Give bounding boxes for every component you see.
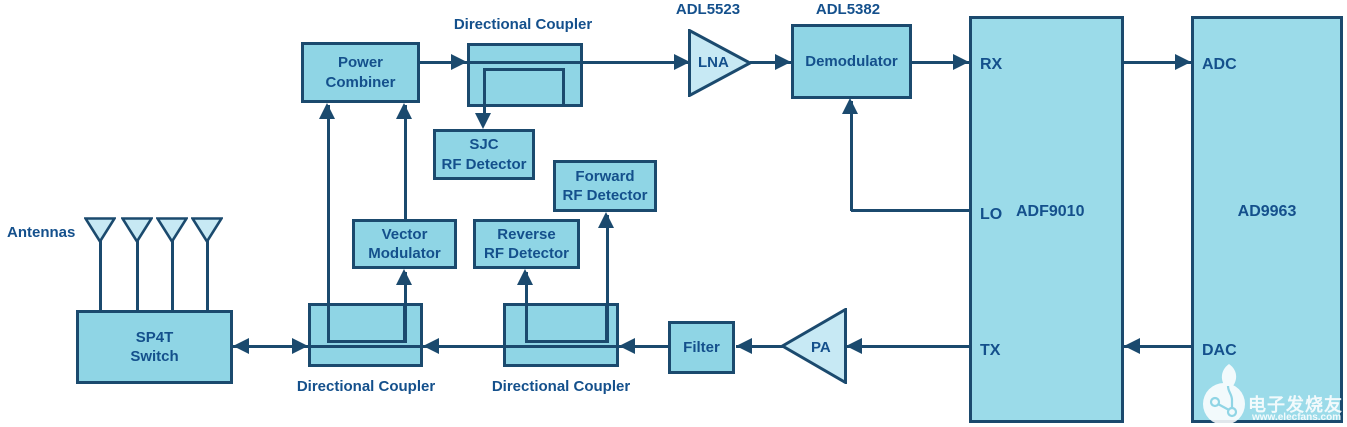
arrow-into-lna <box>674 54 690 70</box>
dac-adf-line <box>1124 344 1191 348</box>
arrow-into-combiner-right <box>395 103 412 119</box>
sp4t-label-1: SP4T <box>135 328 174 346</box>
demod-adf-line <box>912 60 969 64</box>
ad9963-adc-port: ADC <box>1202 56 1237 73</box>
watermark: 电子发烧友 www.elecfans.com <box>1196 362 1346 426</box>
directional-coupler-top-inner <box>483 68 565 107</box>
adf9010-rx-port: RX <box>980 56 1003 73</box>
arrow-into-mid-coupler <box>619 338 635 354</box>
arrow-into-left-coupler-right <box>292 338 308 354</box>
demodulator-part-number: ADL5382 <box>815 1 881 18</box>
lna-demod-line <box>750 60 791 64</box>
lna-part-number: ADL5523 <box>675 1 741 18</box>
reverse-label-1: Reverse <box>497 225 556 243</box>
antenna-feed-line <box>135 240 139 310</box>
adf9010-name: ADF9010 <box>1016 203 1085 220</box>
arrow-into-reverse-detector <box>516 269 533 285</box>
arrow-into-adc <box>1175 54 1191 70</box>
arrow-into-rx <box>953 54 969 70</box>
pa-amplifier-icon <box>781 308 847 384</box>
modulator-to-combiner-line <box>403 105 407 219</box>
sjc-rf-detector-block: SJC RF Detector <box>433 129 535 180</box>
vector-modulator-block: Vector Modulator <box>352 219 457 269</box>
sp4t-switch-block: SP4T Switch <box>76 310 233 384</box>
directional-coupler-bottom-mid-label: Directional Coupler <box>491 378 631 395</box>
watermark-brand-text: 电子发烧友 <box>1248 395 1343 415</box>
sjc-label-1: SJC <box>469 136 499 153</box>
arrow-into-top-coupler <box>451 54 467 70</box>
coupler-to-combiner-line <box>326 105 330 343</box>
demodulator-block: Demodulator <box>791 24 912 99</box>
demodulator-label: Demodulator <box>805 52 898 70</box>
directional-coupler-bottom-left-inner <box>327 303 406 343</box>
pa-label: PA <box>811 339 831 356</box>
adf-adc-line <box>1124 60 1191 64</box>
forward-label-2: RF Detector <box>562 187 648 204</box>
sp4t-label-2: Switch <box>130 348 179 365</box>
lo-line-vertical <box>849 101 853 211</box>
ad9963-dac-port: DAC <box>1202 342 1237 359</box>
tx-pa-line <box>846 344 969 348</box>
sjc-label-2: RF Detector <box>441 155 527 173</box>
filter-label: Filter <box>683 338 720 356</box>
arrow-into-sp4t <box>233 338 249 354</box>
power-combiner-block: Power Combiner <box>301 42 420 103</box>
reverse-rf-detector-block: Reverse RF Detector <box>473 219 580 269</box>
directional-coupler-top-label: Directional Coupler <box>453 16 593 33</box>
antenna-icon <box>84 217 116 243</box>
lna-label: LNA <box>698 54 729 71</box>
watermark-url-text: www.elecfans.com <box>1252 412 1342 423</box>
directional-coupler-bottom-left-label: Directional Coupler <box>296 378 436 395</box>
arrow-into-demodulator-lo <box>841 98 858 114</box>
antenna-icon <box>191 217 223 243</box>
antenna-feed-line <box>98 240 102 310</box>
arrow-into-left-coupler <box>423 338 439 354</box>
forward-label-1: Forward <box>575 167 635 185</box>
pa-filter-line <box>736 344 783 348</box>
arrow-into-forward-detector <box>597 212 614 228</box>
antenna-feed-line <box>205 240 209 310</box>
arrow-into-combiner-left <box>318 103 335 119</box>
directional-coupler-bottom-mid-inner <box>525 303 608 343</box>
arrow-into-pa <box>846 338 862 354</box>
adf9010-chip: RX LO ADF9010 TX <box>969 16 1124 423</box>
adf9010-tx-port: TX <box>980 342 1001 359</box>
coupler-to-reverse-line <box>524 272 528 343</box>
antennas-label: Antennas <box>7 224 76 241</box>
power-combiner-label-2: Combiner <box>325 73 396 91</box>
coupler-to-forward-line <box>605 215 609 343</box>
antenna-icon <box>156 217 188 243</box>
coupler-to-modulator-line <box>403 272 407 343</box>
arrow-into-vector-modulator <box>395 269 412 285</box>
antenna-feed-line <box>170 240 174 310</box>
vector-modulator-label-1: Vector <box>381 225 428 243</box>
tx-path-line <box>233 344 668 348</box>
arrow-into-filter <box>736 338 752 354</box>
elecfans-logo-icon <box>1203 364 1245 425</box>
arrow-into-sjc-detector <box>474 113 491 129</box>
filter-block: Filter <box>668 321 735 374</box>
forward-rf-detector-block: Forward RF Detector <box>553 160 657 212</box>
arrow-into-demodulator <box>775 54 791 70</box>
ad9963-chip: ADC AD9963 DAC <box>1191 16 1343 423</box>
lo-line-horizontal <box>851 208 969 212</box>
vector-modulator-label-2: Modulator <box>368 245 441 262</box>
adf9010-lo-port: LO <box>980 206 1003 223</box>
ad9963-name: AD9963 <box>1237 203 1297 220</box>
coupler-to-sjc-line <box>482 104 486 116</box>
antenna-icon <box>121 217 153 243</box>
arrow-into-tx <box>1124 338 1140 354</box>
rx-path-line <box>420 60 690 64</box>
power-combiner-label-1: Power <box>337 54 383 71</box>
reverse-label-2: RF Detector <box>483 245 569 262</box>
